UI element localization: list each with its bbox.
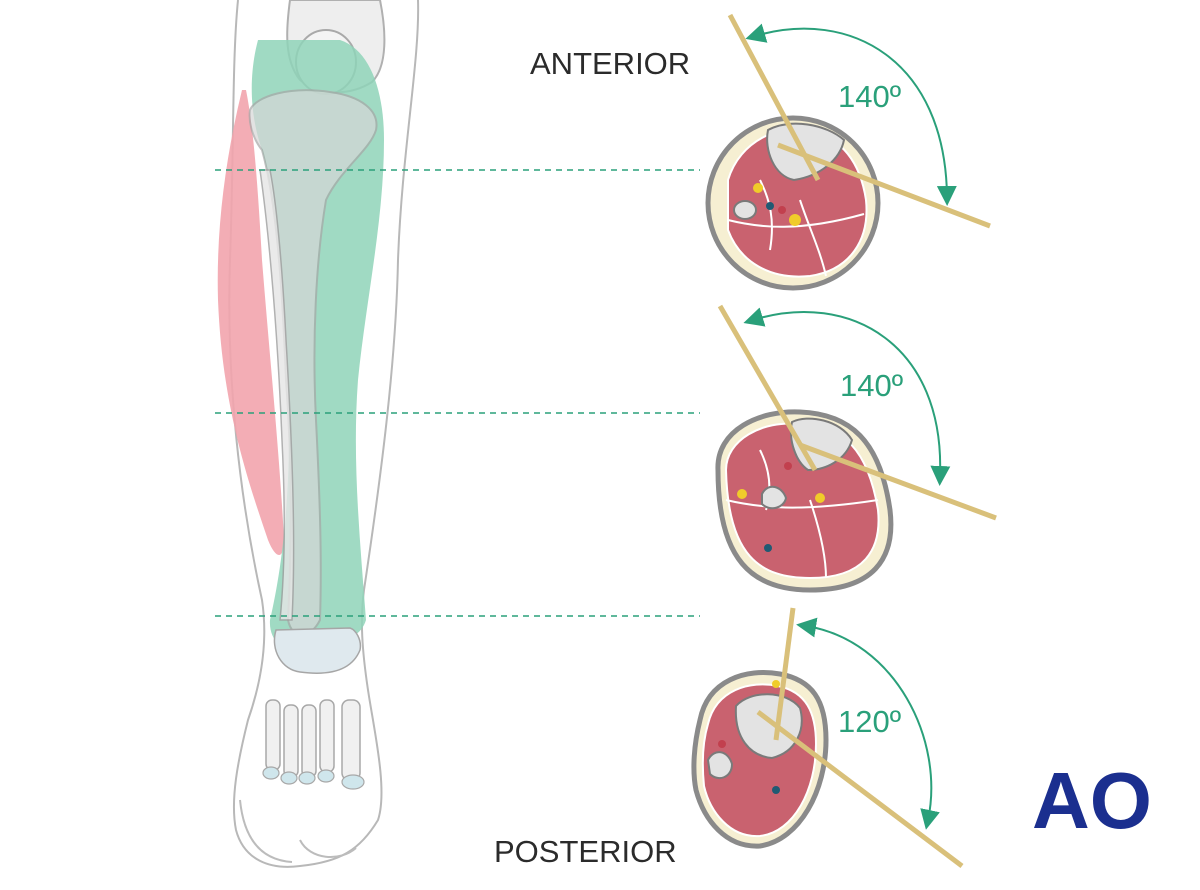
peroneus-muscle: [217, 90, 284, 555]
artery-lower: [718, 740, 726, 748]
nerve-middle-1: [737, 489, 747, 499]
cross-section-upper: 140º: [705, 13, 991, 291]
angle-arc-middle: [743, 307, 951, 486]
metatarsals: [265, 699, 361, 781]
pin-lower-1: [773, 607, 796, 741]
toes-outline: [239, 799, 357, 863]
angle-label-middle: 140º: [840, 368, 903, 403]
fibula-section-lower: [706, 751, 734, 780]
angle-label-lower: 120º: [838, 704, 901, 739]
cross-section-lower: 120º: [691, 607, 964, 868]
vein-upper: [766, 202, 774, 210]
nerve-upper-1: [753, 183, 763, 193]
toe-tips: [262, 766, 365, 790]
posterior-label: POSTERIOR: [494, 834, 677, 869]
fibula-bone: [259, 169, 295, 621]
nerve-middle-2: [815, 493, 825, 503]
artery-upper: [778, 206, 786, 214]
nerve-upper-2: [789, 214, 801, 226]
vein-middle: [764, 544, 772, 552]
nerve-lower: [772, 680, 780, 688]
vein-lower: [772, 786, 780, 794]
artery-middle: [784, 462, 792, 470]
angle-arc-upper: [745, 23, 957, 206]
level-lines: [215, 169, 700, 617]
ao-logo: AO: [1032, 756, 1152, 845]
angle-label-upper: 140º: [838, 79, 901, 114]
cross-section-middle: 140º: [715, 304, 997, 593]
angle-arc-lower: [796, 617, 940, 830]
fibula-section-middle: [761, 485, 788, 510]
anterior-label: ANTERIOR: [530, 46, 690, 81]
leg-illustration: [217, 0, 420, 868]
ankle-region: [273, 627, 362, 674]
fibula-section-upper: [733, 200, 757, 220]
